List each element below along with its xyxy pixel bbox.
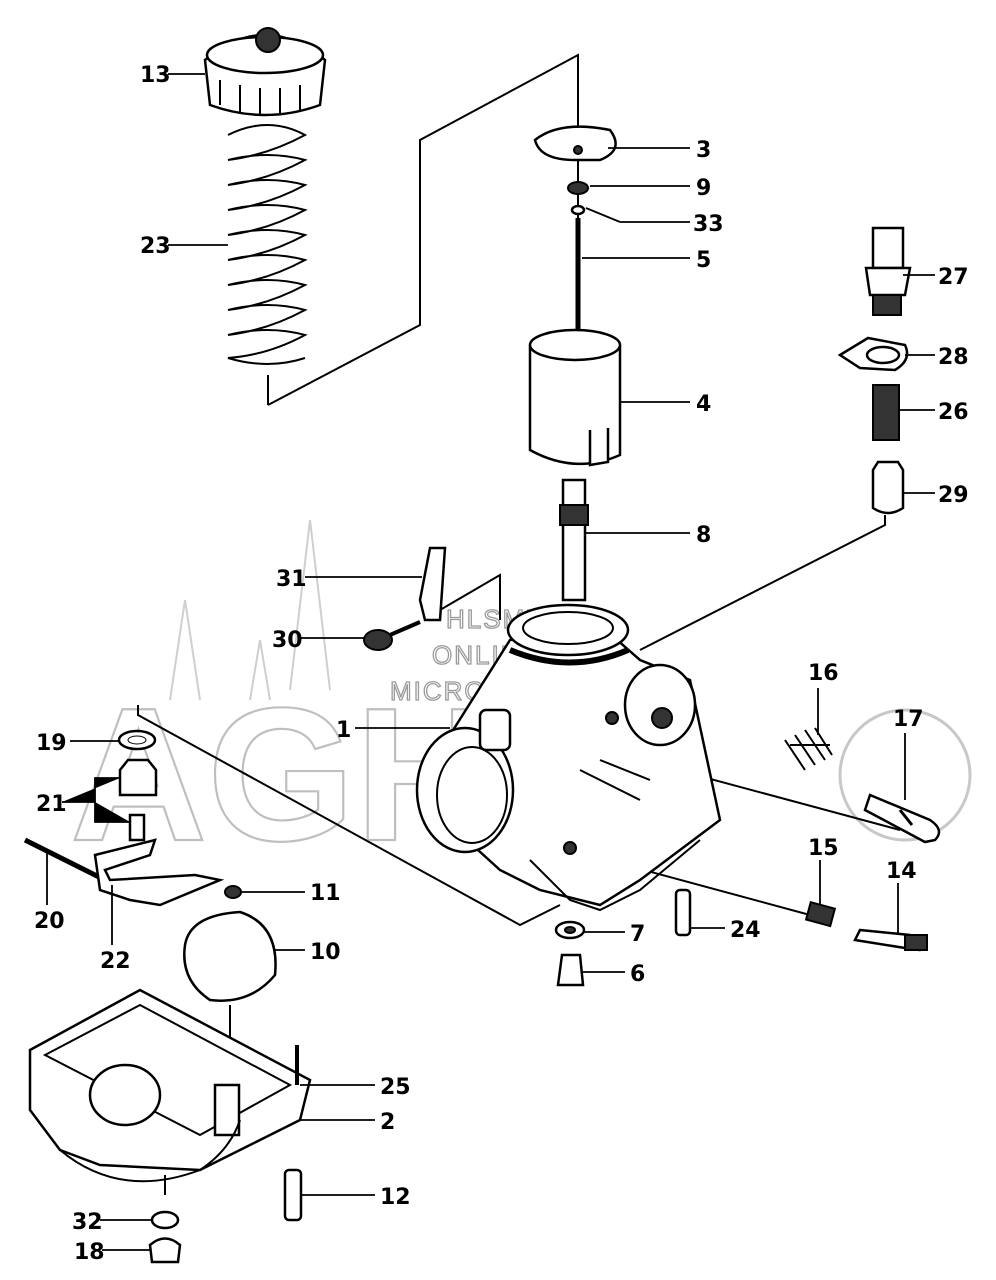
callout-4: 4	[696, 392, 711, 417]
part-2-float-bowl[interactable]	[28, 988, 312, 1183]
callout-20: 20	[34, 909, 65, 934]
part-23-spring[interactable]	[227, 124, 308, 365]
callout-16: 16	[808, 661, 839, 686]
part-11-ring[interactable]	[224, 885, 242, 899]
part-32-washer[interactable]	[150, 1210, 180, 1230]
callout-22: 22	[100, 949, 131, 974]
callout-17: 17	[893, 707, 924, 732]
callout-leaders	[46, 73, 935, 1251]
callout-7: 7	[630, 922, 645, 947]
part-14-screw[interactable]	[853, 928, 928, 952]
callout-9: 9	[696, 176, 711, 201]
part-13-cap[interactable]	[203, 27, 327, 117]
part-31-bracket[interactable]	[418, 546, 447, 622]
part-6-jet[interactable]	[556, 953, 585, 987]
callout-23: 23	[140, 234, 171, 259]
callout-29: 29	[938, 483, 969, 508]
part-3-plate[interactable]	[533, 125, 617, 162]
callout-8: 8	[696, 523, 711, 548]
callout-27: 27	[938, 265, 969, 290]
part-4-throttle-slide[interactable]	[528, 328, 622, 467]
callout-15: 15	[808, 836, 839, 861]
part-21-needle-valve[interactable]	[118, 758, 158, 842]
callout-18: 18	[74, 1240, 105, 1265]
callout-13: 13	[140, 63, 171, 88]
part-10-float[interactable]	[183, 910, 277, 1002]
callout-28: 28	[938, 345, 969, 370]
part-30-screw[interactable]	[363, 620, 421, 651]
callout-24: 24	[730, 918, 761, 943]
callout-12: 12	[380, 1185, 411, 1210]
callout-numbers: 13 23 3 9 33 5 4 8 27 28 26 29 31 30 1 1…	[34, 63, 969, 1265]
callout-3: 3	[696, 138, 711, 163]
callout-21: 21	[36, 792, 67, 817]
part-22-float-arm[interactable]	[93, 838, 225, 907]
callout-25: 25	[380, 1075, 411, 1100]
callout-26: 26	[938, 400, 969, 425]
part-1-carburetor-body[interactable]	[415, 603, 722, 912]
callout-10: 10	[310, 940, 341, 965]
callout-6: 6	[630, 962, 645, 987]
part-12-screw[interactable]	[283, 1168, 303, 1222]
callout-32: 32	[72, 1210, 103, 1235]
part-33-washer[interactable]	[570, 204, 586, 216]
part-29-plunger[interactable]	[871, 460, 905, 515]
watermark-wheel	[838, 708, 972, 842]
part-26-spring[interactable]	[872, 384, 900, 441]
watermark-skyline	[169, 519, 331, 701]
part-9-clip[interactable]	[567, 181, 589, 195]
callout-5: 5	[696, 248, 711, 273]
part-24-screw[interactable]	[674, 888, 692, 937]
callout-14: 14	[886, 859, 917, 884]
callout-2: 2	[380, 1110, 395, 1135]
part-28-gasket[interactable]	[837, 336, 909, 372]
part-27-fitting[interactable]	[864, 226, 912, 316]
part-16-spring[interactable]	[784, 727, 833, 771]
part-8-needle-jet[interactable]	[559, 478, 589, 602]
part-7-washer[interactable]	[554, 920, 586, 940]
callout-30: 30	[272, 628, 303, 653]
part-15-spring[interactable]	[804, 900, 837, 928]
part-17-screw[interactable]	[863, 793, 941, 844]
callout-1: 1	[336, 718, 351, 743]
part-19-gasket[interactable]	[117, 729, 157, 751]
callout-33: 33	[693, 212, 724, 237]
callout-11: 11	[310, 881, 341, 906]
callout-31: 31	[276, 567, 307, 592]
callout-19: 19	[36, 731, 67, 756]
part-18-plug[interactable]	[148, 1237, 182, 1264]
